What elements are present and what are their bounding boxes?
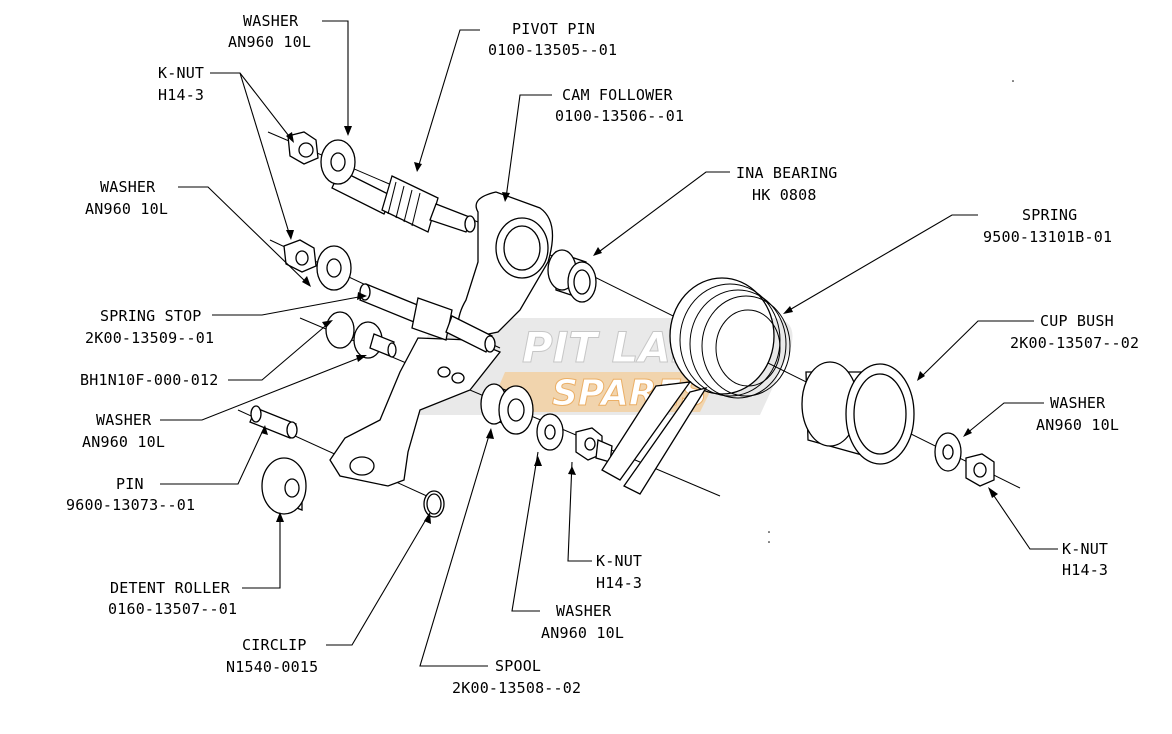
pivot-pin-name: PIVOT PIN [512, 20, 595, 38]
pin-name: PIN [116, 475, 144, 493]
pivot-pin-part-no: 0100-13505--01 [488, 41, 617, 59]
knut-right-name: K-NUT [1062, 540, 1108, 558]
washer-top-part-no: AN960 10L [228, 33, 311, 51]
leader-lines [160, 20, 1058, 667]
spool-name: SPOOL [495, 657, 541, 675]
spring-part-no: 9500-13101B-01 [983, 228, 1112, 246]
pin-part [249, 405, 298, 439]
washer-left-part-no: AN960 10L [85, 200, 168, 218]
cup-bush-part [801, 361, 915, 465]
cup-bush-part-no: 2K00-13507--02 [1010, 334, 1139, 352]
cam-follower-name: CAM FOLLOWER [562, 86, 674, 104]
washer-bottom-name: WASHER [556, 602, 612, 620]
spool-part [480, 383, 534, 435]
knut-mid-part [575, 427, 613, 463]
ina-bearing-part-no: HK 0808 [752, 186, 817, 204]
knut-top-name: K-NUT [158, 64, 204, 82]
bhin-bush-part [325, 311, 397, 359]
bhin-part-no: BH1N10F-000-012 [80, 371, 218, 389]
washer-right-part [934, 432, 962, 472]
arrowheads [261, 126, 998, 524]
pin-part-no: 9600-13073--01 [66, 496, 195, 514]
detent-roller-name: DETENT ROLLER [110, 579, 231, 597]
ina-bearing-part [547, 249, 597, 303]
spring-stop-name: SPRING STOP [100, 307, 202, 325]
knut-right-part-no: H14-3 [1062, 561, 1108, 579]
pivot-pin-part [331, 169, 476, 233]
spring-name: SPRING [1022, 206, 1077, 224]
knut-right-part [965, 453, 995, 487]
circlip-part-no: N1540-0015 [226, 658, 318, 676]
washer-mid-name: WASHER [96, 411, 152, 429]
washer-top-part [320, 139, 356, 185]
washer-bottom-part-no: AN960 10L [541, 624, 624, 642]
knut-mid-part-no: H14-3 [596, 574, 642, 592]
detent-roller-part-no: 0160-13507--01 [108, 600, 237, 618]
knut-top-part [287, 131, 319, 165]
cup-bush-name: CUP BUSH [1040, 312, 1114, 330]
washer-top-name: WASHER [243, 12, 299, 30]
knut-top-part-no: H14-3 [158, 86, 204, 104]
washer-left-part [316, 245, 352, 291]
washer-mid-part-no: AN960 10L [82, 433, 165, 451]
spring-part [601, 277, 791, 495]
detent-roller-part [261, 457, 307, 515]
washer-left-name: WASHER [100, 178, 156, 196]
callout-labels: WASHER AN960 10L PIVOT PIN 0100-13505--0… [66, 12, 1139, 697]
cam-follower-arm [329, 191, 554, 487]
spool-part-no: 2K00-13508--02 [452, 679, 581, 697]
washer-right-part-no: AN960 10L [1036, 416, 1119, 434]
knut-mid-name: K-NUT [596, 552, 642, 570]
ina-bearing-name: INA BEARING [736, 164, 838, 182]
spring-stop-part-no: 2K00-13509--01 [85, 329, 214, 347]
circlip-part [423, 490, 445, 518]
washer-right-name: WASHER [1050, 394, 1106, 412]
washer-mid-part [536, 413, 564, 451]
knut-left-part [283, 239, 317, 273]
cam-follower-part-no: 0100-13506--01 [555, 107, 684, 125]
circlip-name: CIRCLIP [242, 636, 307, 654]
